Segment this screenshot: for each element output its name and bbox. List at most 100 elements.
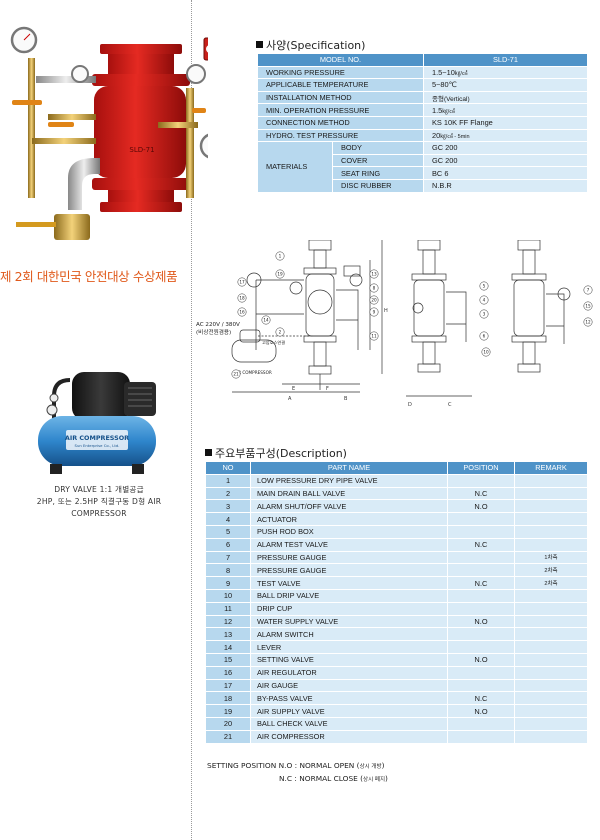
spec-value: KS 10K FF Flange bbox=[424, 116, 587, 129]
part-position: N.C bbox=[448, 538, 514, 551]
bullet-square-icon bbox=[256, 41, 263, 48]
spec-material-value: GC 200 bbox=[424, 142, 587, 154]
part-name: BALL CHECK VALVE bbox=[251, 717, 447, 730]
callout-number: 16 bbox=[239, 310, 245, 315]
desc-header-remark: REMARK bbox=[515, 462, 587, 474]
dimension-label: A bbox=[288, 396, 292, 402]
part-no: 15 bbox=[206, 653, 250, 666]
part-remark bbox=[515, 487, 587, 500]
compressor-label-sub: Sun Enterprise Co., Ltd. bbox=[75, 443, 120, 448]
callout-number: 20 bbox=[371, 298, 377, 303]
part-remark: 1차측 bbox=[515, 551, 587, 564]
compressor-caption-line: DRY VALVE 1:1 개별공급 bbox=[54, 485, 144, 494]
callout-number: 13 bbox=[371, 272, 377, 277]
dimension-label: D bbox=[408, 402, 412, 408]
part-position: N.C bbox=[448, 577, 514, 589]
part-remark bbox=[515, 628, 587, 641]
part-position: N.C bbox=[448, 692, 514, 705]
callout-number: 2 bbox=[279, 330, 282, 335]
power-label: AC 220V / 380V bbox=[196, 322, 240, 328]
part-no: 18 bbox=[206, 692, 250, 705]
part-no: 6 bbox=[206, 538, 250, 551]
part-remark bbox=[515, 500, 587, 513]
part-no: 7 bbox=[206, 551, 250, 564]
drawing-side-view bbox=[406, 240, 472, 397]
part-position: N.C bbox=[448, 487, 514, 500]
part-name: AIR COMPRESSOR bbox=[251, 730, 447, 743]
spec-row: APPLICABLE TEMPERATURE 5~80℃ bbox=[258, 79, 587, 91]
part-no: 13 bbox=[206, 628, 250, 641]
compressor-caption-line: 2HP, 또는 2.5HP 직결구동 D형 AIR bbox=[36, 497, 162, 506]
spec-label: INSTALLATION METHOD bbox=[258, 91, 423, 104]
callout-number: 17 bbox=[239, 280, 245, 285]
dimension-label: F bbox=[326, 386, 329, 392]
part-position bbox=[448, 641, 514, 653]
part-no: 3 bbox=[206, 500, 250, 513]
spec-material-row: SEAT RING BC 6 bbox=[258, 167, 587, 179]
spec-row: INSTALLATION METHOD 종형(Vertical) bbox=[258, 91, 587, 104]
part-remark bbox=[515, 679, 587, 692]
spec-label: CONNECTION METHOD bbox=[258, 116, 423, 129]
compressor-caption: DRY VALVE 1:1 개별공급 2HP, 또는 2.5HP 직결구동 D형… bbox=[14, 484, 184, 520]
part-no: 1 bbox=[206, 474, 250, 487]
dry-valve-photo: SLD-71 bbox=[10, 26, 208, 240]
part-remark: 2차측 bbox=[515, 564, 587, 577]
callout-number: 8 bbox=[373, 286, 376, 291]
part-no: 19 bbox=[206, 705, 250, 717]
part-remark bbox=[515, 653, 587, 666]
spec-material-part: SEAT RING bbox=[333, 167, 423, 179]
valve-flange-text: SLD-71 bbox=[129, 146, 154, 154]
part-position: N.O bbox=[448, 615, 514, 628]
part-name: AIR REGULATOR bbox=[251, 666, 447, 679]
part-name: ALARM TEST VALVE bbox=[251, 538, 447, 551]
desc-header-name: PART NAME bbox=[251, 462, 447, 474]
part-name: BALL DRIP VALVE bbox=[251, 589, 447, 602]
note-normal-open: SETTING POSITION N.O : NORMAL OPEN (상시 개… bbox=[207, 761, 385, 770]
callout-number: 11 bbox=[371, 334, 377, 339]
part-no: 20 bbox=[206, 717, 250, 730]
part-name: BY-PASS VALVE bbox=[251, 692, 447, 705]
specification-table: MODEL NO. SLD-71 WORKING PRESSURE 1.5~10… bbox=[257, 53, 588, 193]
part-no: 10 bbox=[206, 589, 250, 602]
compressor-label-main: AIR COMPRESSOR bbox=[65, 434, 129, 442]
part-no: 2 bbox=[206, 487, 250, 500]
drawing-front-view bbox=[231, 240, 383, 393]
spec-value: 20㎏/㎠ - 5min bbox=[424, 129, 587, 142]
spec-value: 1.5㎏/㎠ bbox=[424, 104, 587, 116]
dimension-label: C bbox=[448, 402, 452, 408]
callout-number: 1 bbox=[279, 254, 282, 259]
spec-label: WORKING PRESSURE bbox=[258, 66, 423, 79]
part-position bbox=[448, 628, 514, 641]
part-remark: 2차측 bbox=[515, 577, 587, 589]
spec-header-value: SLD-71 bbox=[424, 54, 587, 66]
compressor-drawing-label: AIR COMPRESSOR bbox=[234, 370, 272, 375]
part-name: TEST VALVE bbox=[251, 577, 447, 589]
setting-position-notes: SETTING POSITION N.O : NORMAL OPEN (상시 개… bbox=[207, 760, 388, 786]
spec-header-label: MODEL NO. bbox=[258, 54, 423, 66]
part-name: AIR GAUGE bbox=[251, 679, 447, 692]
hose-label: 고압호스연결 bbox=[262, 339, 285, 345]
callout-number: 19 bbox=[277, 272, 283, 277]
spec-row: MIN. OPERATION PRESSURE 1.5㎏/㎠ bbox=[258, 104, 587, 116]
spec-material-row: MATERIALS BODY GC 200 bbox=[258, 142, 587, 192]
callout-number: 21 bbox=[233, 372, 239, 377]
dimension-label: B bbox=[344, 396, 348, 402]
callout-number: 7 bbox=[587, 288, 590, 293]
spec-material-part: DISC RUBBER bbox=[333, 179, 423, 192]
part-remark bbox=[515, 705, 587, 717]
part-no: 14 bbox=[206, 641, 250, 653]
spec-row: HYDRO. TEST PRESSURE 20㎏/㎠ - 5min bbox=[258, 129, 587, 142]
spec-material-part: COVER bbox=[333, 154, 423, 167]
part-position bbox=[448, 602, 514, 615]
part-remark bbox=[515, 525, 587, 538]
spec-value: 1.5~10㎏/㎠ bbox=[424, 66, 587, 79]
